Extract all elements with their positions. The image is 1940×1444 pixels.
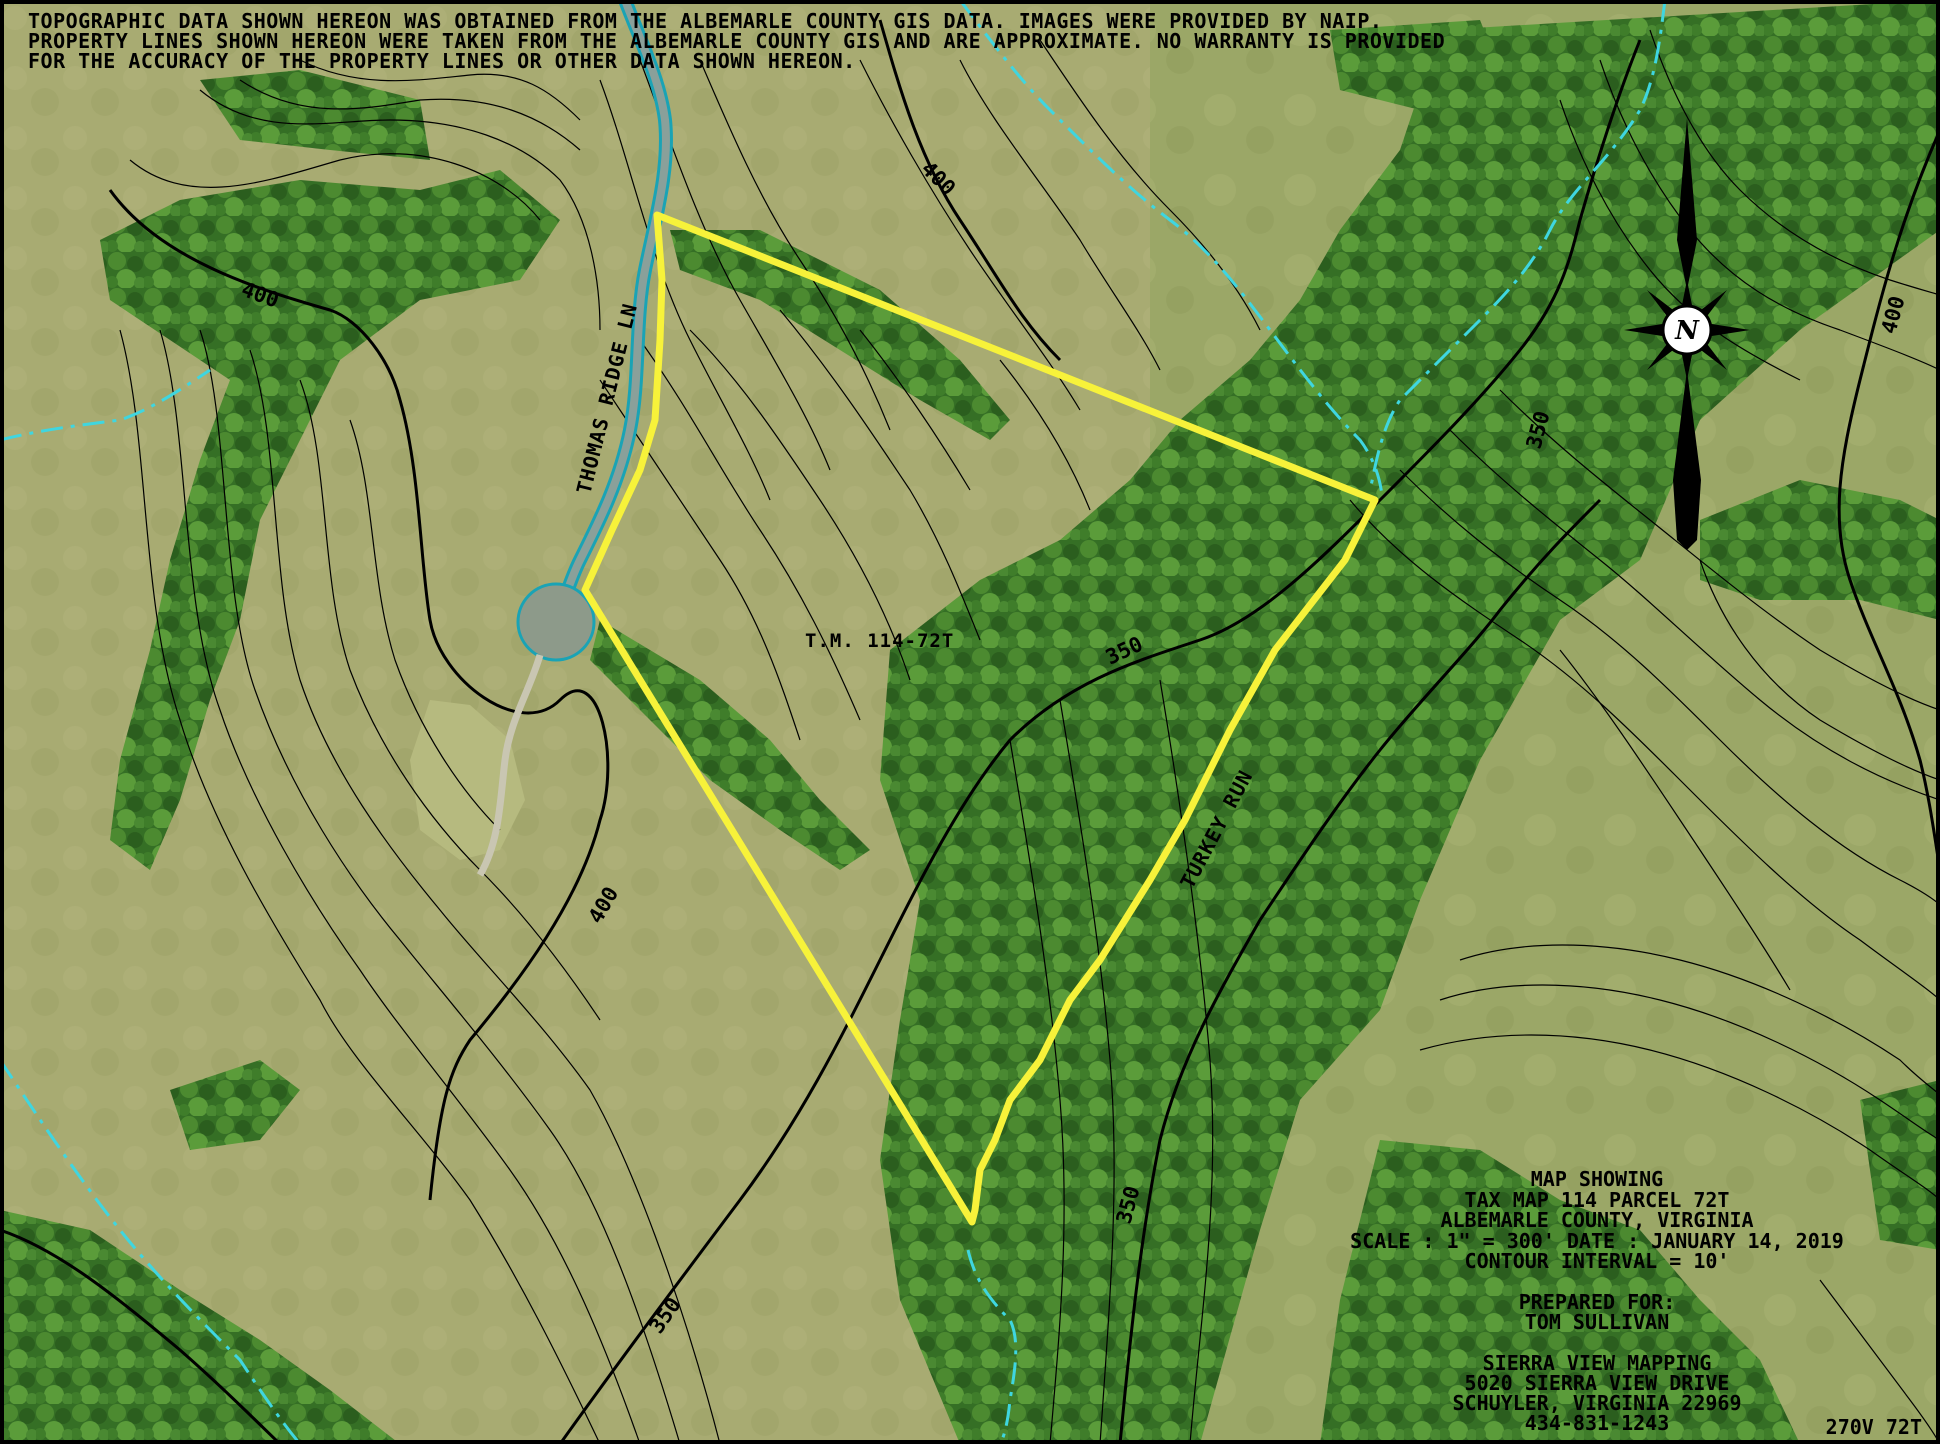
forest-southwest bbox=[0, 1210, 400, 1444]
contour-lines bbox=[119, 29, 1940, 1444]
contour-350-central bbox=[558, 39, 1642, 1444]
forest-east-edge bbox=[1700, 480, 1940, 620]
contour-350-east bbox=[1118, 498, 1602, 1444]
forest-parcel-row-south bbox=[590, 620, 870, 870]
note-line-3: FOR THE ACCURACY OF THE PROPERTY LINES O… bbox=[28, 49, 856, 73]
stream-north bbox=[958, 0, 1384, 496]
title-line-8: SIERRA VIEW MAPPING bbox=[1483, 1351, 1712, 1375]
title-line-11: 434-831-1243 bbox=[1525, 1411, 1670, 1435]
contour-400-east bbox=[1837, 129, 1940, 871]
stream-turkey-run-upper bbox=[1368, 0, 1667, 491]
forest-parcel-row-north bbox=[670, 230, 1010, 440]
forest-west-ridge bbox=[100, 170, 560, 870]
driveway bbox=[476, 654, 544, 877]
cul-de-sac bbox=[516, 582, 596, 662]
note-line-1: TOPOGRAPHIC DATA SHOWN HEREON WAS OBTAIN… bbox=[28, 9, 1382, 33]
forest-northeast bbox=[1330, 20, 1500, 110]
index-contours bbox=[0, 19, 1940, 1444]
title-line-2: TAX MAP 114 PARCEL 72T bbox=[1465, 1188, 1730, 1212]
contour-400-west bbox=[108, 189, 610, 1201]
north-needle bbox=[1677, 118, 1697, 290]
parcel-boundary-tm-114-72t bbox=[581, 211, 1379, 1226]
south-needle bbox=[1673, 370, 1701, 550]
contour-400-southwest bbox=[0, 1228, 282, 1444]
title-line-6: PREPARED FOR: bbox=[1519, 1290, 1676, 1314]
stream-turkey-run-lower bbox=[966, 1249, 1018, 1444]
sheet-id: 270V 72T bbox=[1826, 1415, 1922, 1439]
streams bbox=[0, 0, 1667, 1444]
title-line-7: TOM SULLIVAN bbox=[1525, 1310, 1670, 1334]
forest-southwest-trees bbox=[170, 1060, 300, 1150]
forest-far-east-lower bbox=[1860, 1080, 1940, 1250]
note-line-2: PROPERTY LINES SHOWN HEREON WERE TAKEN F… bbox=[28, 29, 1445, 53]
thomas-ridge-ln-road bbox=[476, 0, 673, 877]
north-letter: N bbox=[1674, 316, 1700, 346]
notes: TOPOGRAPHIC DATA SHOWN HEREON WAS OBTAIN… bbox=[28, 9, 1445, 73]
forest-north-strip bbox=[200, 70, 430, 160]
compass-rose-icon: N bbox=[1624, 118, 1750, 550]
contour-400-north bbox=[878, 19, 1062, 362]
stream-southwest bbox=[0, 1059, 302, 1444]
title-line-10: SCHUYLER, VIRGINIA 22969 bbox=[1453, 1391, 1742, 1415]
forest-central-band bbox=[880, 0, 1940, 1444]
title-line-1: MAP SHOWING bbox=[1531, 1167, 1663, 1191]
parcel-label: T.M. 114-72T bbox=[805, 630, 954, 652]
forest-east-lower bbox=[1320, 1140, 1800, 1444]
title-line-9: 5020 SIERRA VIEW DRIVE bbox=[1465, 1371, 1730, 1395]
title-line-5: CONTOUR INTERVAL = 10' bbox=[1465, 1249, 1730, 1273]
title-line-4: SCALE : 1" = 300' DATE : JANUARY 14, 201… bbox=[1350, 1229, 1844, 1253]
title-block: MAP SHOWING TAX MAP 114 PARCEL 72T ALBEM… bbox=[1350, 1167, 1844, 1435]
title-line-3: ALBEMARLE COUNTY, VIRGINIA bbox=[1440, 1208, 1753, 1232]
